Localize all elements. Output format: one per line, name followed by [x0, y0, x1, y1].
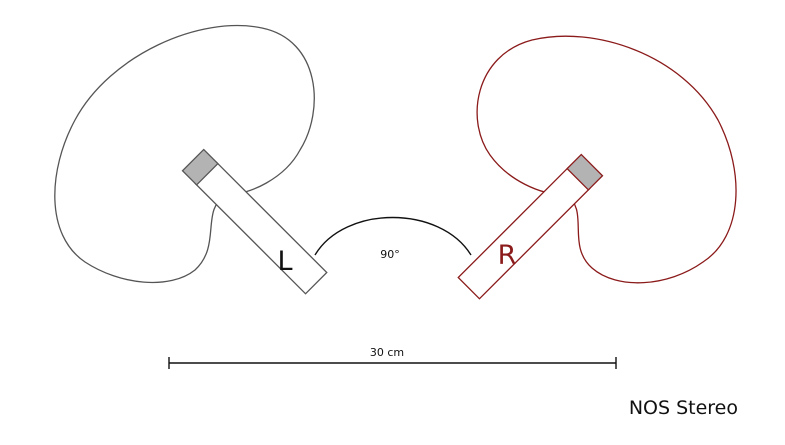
right-mic-label: R: [498, 240, 517, 271]
left-mic-capsule: [181, 148, 219, 186]
left-mic-label: L: [277, 246, 292, 277]
right-mic-body: [457, 166, 591, 300]
angle-label: 90°: [380, 248, 400, 261]
left-mic-body: [194, 161, 328, 295]
angle-arc: [314, 216, 472, 256]
left-microphone: L: [54, 24, 328, 295]
distance-label: 30 cm: [370, 346, 404, 359]
right-polar-pattern: [476, 35, 737, 284]
left-polar-pattern: [54, 24, 315, 284]
right-microphone: R: [457, 35, 737, 300]
right-mic-capsule: [566, 153, 604, 191]
distance-measure: 30 cm: [168, 346, 617, 369]
diagram-caption: NOS Stereo: [629, 397, 738, 419]
